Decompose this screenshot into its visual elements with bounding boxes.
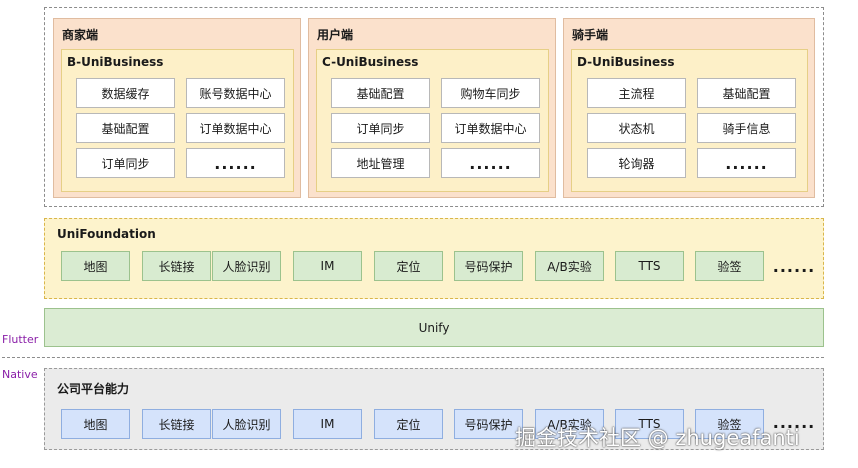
merchant-item: 基础配置: [76, 113, 175, 143]
c-unibusiness-panel: C-UniBusiness 基础配置 购物车同步 订单同步 订单数据中心 地址管…: [316, 49, 549, 192]
merchant-more: ......: [186, 148, 285, 178]
layer-separator: [2, 357, 824, 358]
rider-item: 主流程: [587, 78, 686, 108]
user-more: ......: [441, 148, 540, 178]
foundation-item-ab-test: A/B实验: [535, 251, 604, 281]
foundation-item-long-connection: 长链接: [142, 251, 211, 281]
d-unibusiness-title: D-UniBusiness: [577, 55, 675, 69]
merchant-item: 账号数据中心: [186, 78, 285, 108]
d-unibusiness-panel: D-UniBusiness 主流程 基础配置 状态机 骑手信息 轮询器 ....…: [571, 49, 808, 192]
merchant-item: 订单数据中心: [186, 113, 285, 143]
native-more: ......: [772, 412, 816, 432]
foundation-item-number-protection: 号码保护: [454, 251, 523, 281]
watermark: 掘金技术社区 @ zhugeafanti: [515, 426, 800, 450]
unifoundation-title: UniFoundation: [57, 227, 156, 241]
native-item-location: 定位: [374, 409, 443, 439]
platform-capabilities-title: 公司平台能力: [57, 382, 130, 396]
native-item-tts: TTS: [615, 409, 684, 439]
b-unibusiness-title: B-UniBusiness: [67, 55, 164, 69]
user-item: 购物车同步: [441, 78, 540, 108]
native-item-signature: 验签: [695, 409, 764, 439]
user-item: 地址管理: [331, 148, 430, 178]
native-label: Native: [2, 368, 38, 381]
native-item-number-protection: 号码保护: [454, 409, 523, 439]
b-unibusiness-panel: B-UniBusiness 数据缓存 账号数据中心 基础配置 订单数据中心 订单…: [61, 49, 294, 192]
foundation-item-im: IM: [293, 251, 362, 281]
foundation-item-map: 地图: [61, 251, 130, 281]
rider-title: 骑手端: [572, 28, 609, 42]
native-item-ab-test: A/B实验: [535, 409, 604, 439]
foundation-item-face-recognition: 人脸识别: [212, 251, 281, 281]
user-item: 订单数据中心: [441, 113, 540, 143]
native-item-im: IM: [293, 409, 362, 439]
rider-more: ......: [697, 148, 796, 178]
merchant-title: 商家端: [62, 28, 99, 42]
user-title: 用户端: [317, 28, 354, 42]
native-item-long-connection: 长链接: [142, 409, 211, 439]
flutter-label: Flutter: [2, 333, 39, 346]
merchant-item: 订单同步: [76, 148, 175, 178]
foundation-more: ......: [772, 256, 816, 276]
native-item-map: 地图: [61, 409, 130, 439]
user-item: 订单同步: [331, 113, 430, 143]
unifoundation-panel: UniFoundation 地图 长链接 人脸识别 IM 定位 号码保护 A/B…: [44, 218, 824, 299]
platform-capabilities-panel: 公司平台能力 地图 长链接 人脸识别 IM 定位 号码保护 A/B实验 TTS …: [44, 368, 824, 450]
rider-item: 状态机: [587, 113, 686, 143]
rider-item: 骑手信息: [697, 113, 796, 143]
foundation-item-tts: TTS: [615, 251, 684, 281]
c-unibusiness-title: C-UniBusiness: [322, 55, 419, 69]
rider-panel: 骑手端 D-UniBusiness 主流程 基础配置 状态机 骑手信息 轮询器 …: [563, 18, 815, 198]
unify-bar: Unify: [44, 308, 824, 347]
merchant-item: 数据缓存: [76, 78, 175, 108]
user-item: 基础配置: [331, 78, 430, 108]
foundation-item-signature: 验签: [695, 251, 764, 281]
user-panel: 用户端 C-UniBusiness 基础配置 购物车同步 订单同步 订单数据中心…: [308, 18, 556, 198]
business-layer: [44, 7, 824, 207]
rider-item: 基础配置: [697, 78, 796, 108]
rider-item: 轮询器: [587, 148, 686, 178]
native-item-face-recognition: 人脸识别: [212, 409, 281, 439]
foundation-item-location: 定位: [374, 251, 443, 281]
merchant-panel: 商家端 B-UniBusiness 数据缓存 账号数据中心 基础配置 订单数据中…: [53, 18, 301, 198]
